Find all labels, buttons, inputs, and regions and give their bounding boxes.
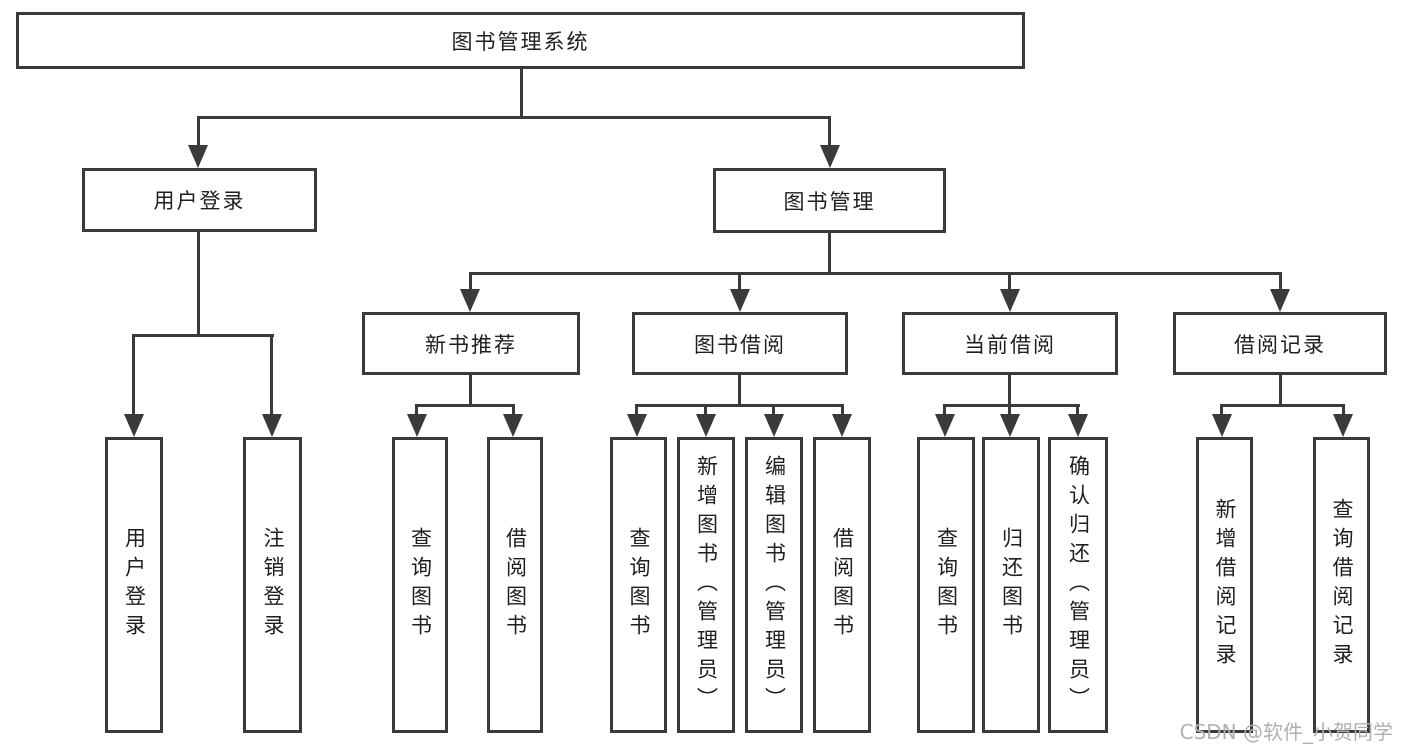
node-book-borrow-label: 图书借阅 [694, 332, 786, 357]
arrow-borrow-leaf3-head [764, 414, 784, 437]
arrow-current-borrow-stem [1008, 272, 1011, 291]
arrow-user-leaf1-head [124, 414, 144, 437]
leaf-borrow-borrow: 借阅图书 [813, 437, 871, 733]
arrow-newbook-leaf1-head [407, 414, 427, 437]
leaf-record-add-label: 新增借阅记录 [1213, 498, 1237, 672]
node-user-login: 用户登录 [82, 168, 317, 232]
arrow-newbook-leaf2-stem [512, 404, 515, 417]
arrow-book-borrow-stem [738, 272, 741, 291]
node-new-book: 新书推荐 [362, 312, 580, 375]
leaf-record-query: 查询借阅记录 [1313, 437, 1370, 733]
csdn-watermark: CSDN @软件_小贺同学 [1179, 720, 1393, 744]
connector-borrow-stem [738, 373, 741, 406]
arrow-current-leaf1-head [935, 414, 955, 437]
node-new-book-label: 新书推荐 [425, 332, 517, 357]
leaf-borrow-add-label: 新增图书（管理员） [694, 454, 719, 716]
arrow-record-leaf1-head [1212, 414, 1232, 437]
node-book-mgmt: 图书管理 [713, 168, 946, 233]
arrow-new-book-head [460, 289, 480, 312]
arrow-borrow-leaf3-stem [772, 404, 775, 417]
arrow-book-mgmt-head [820, 145, 840, 168]
node-root-label: 图书管理系统 [451, 29, 590, 54]
leaf-borrow-edit-label: 编辑图书（管理员） [762, 454, 787, 716]
leaf-current-query: 查询图书 [917, 437, 975, 733]
arrow-current-leaf1-stem [943, 404, 946, 417]
connector-l3-bus [469, 272, 1282, 275]
leaf-current-return-label: 归还图书 [999, 527, 1024, 643]
arrow-user-leaf2-stem [270, 334, 273, 416]
connector-user-stem [197, 230, 200, 336]
leaf-newbook-query-label: 查询图书 [408, 527, 433, 643]
node-book-borrow: 图书借阅 [632, 312, 848, 375]
arrow-newbook-leaf1-stem [415, 404, 418, 417]
connector-newbook-bus [415, 404, 515, 407]
arrow-book-borrow-head [730, 289, 750, 312]
arrow-record-leaf1-stem [1220, 404, 1223, 417]
connector-record-bus [1220, 404, 1345, 407]
leaf-current-confirm-label: 确认归还（管理员） [1066, 454, 1091, 716]
leaf-current-return: 归还图书 [982, 437, 1040, 733]
leaf-newbook-borrow-label: 借阅图书 [503, 527, 528, 643]
connector-current-stem [1008, 373, 1011, 406]
arrow-user-login-head [188, 145, 208, 168]
arrow-borrow-record-stem [1279, 272, 1282, 291]
connector-l2-bus [197, 116, 831, 119]
arrow-current-borrow-head [1000, 289, 1020, 312]
connector-mgmt-stem [828, 230, 831, 274]
leaf-user-logout: 注销登录 [243, 437, 302, 733]
node-user-login-label: 用户登录 [153, 189, 246, 213]
connector-user-bus [132, 334, 274, 337]
leaf-user-login: 用户登录 [105, 437, 163, 733]
leaf-record-add: 新增借阅记录 [1196, 437, 1253, 733]
arrow-borrow-leaf2-head [696, 414, 716, 437]
arrow-borrow-leaf4-head [832, 414, 852, 437]
connector-root-stem [520, 66, 523, 118]
arrow-current-leaf3-stem [1076, 404, 1079, 417]
arrow-newbook-leaf2-head [503, 414, 523, 437]
arrow-user-leaf1-stem [132, 334, 135, 416]
leaf-user-login-label: 用户登录 [122, 527, 147, 643]
arrow-current-leaf2-head [1000, 414, 1020, 437]
node-root: 图书管理系统 [16, 12, 1025, 69]
leaf-newbook-borrow: 借阅图书 [487, 437, 543, 733]
arrow-user-leaf2-head [262, 414, 282, 437]
leaf-record-query-label: 查询借阅记录 [1330, 498, 1354, 672]
arrow-current-leaf3-head [1068, 414, 1088, 437]
arrow-borrow-record-head [1270, 289, 1290, 312]
leaf-borrow-query-label: 查询图书 [627, 527, 651, 643]
arrow-borrow-leaf2-stem [704, 404, 707, 417]
connector-borrow-bus [635, 404, 844, 407]
leaf-user-logout-label: 注销登录 [261, 527, 285, 643]
arrow-record-leaf2-stem [1342, 404, 1345, 417]
connector-current-bus [943, 404, 1080, 407]
arrow-record-leaf2-head [1333, 414, 1353, 437]
node-borrow-record-label: 借阅记录 [1234, 332, 1326, 357]
arrow-user-login-stem [197, 116, 200, 147]
leaf-borrow-edit: 编辑图书（管理员） [745, 437, 803, 733]
node-current-borrow: 当前借阅 [902, 312, 1118, 375]
leaf-current-query-label: 查询图书 [934, 527, 959, 643]
leaf-current-confirm: 确认归还（管理员） [1048, 437, 1108, 733]
connector-newbook-stem [469, 373, 472, 406]
arrow-book-mgmt-stem [828, 116, 831, 147]
arrow-current-leaf2-stem [1008, 404, 1011, 417]
leaf-borrow-add: 新增图书（管理员） [677, 437, 735, 733]
leaf-newbook-query: 查询图书 [392, 437, 448, 733]
node-book-mgmt-label: 图书管理 [783, 189, 876, 214]
node-current-borrow-label: 当前借阅 [964, 332, 1056, 357]
arrow-borrow-leaf1-stem [635, 404, 638, 417]
connector-record-stem [1279, 373, 1282, 406]
arrow-borrow-leaf1-head [627, 414, 647, 437]
leaf-borrow-query: 查询图书 [610, 437, 667, 733]
leaf-borrow-borrow-label: 借阅图书 [830, 527, 855, 643]
node-borrow-record: 借阅记录 [1173, 312, 1387, 375]
arrow-new-book-stem [469, 272, 472, 291]
arrow-borrow-leaf4-stem [841, 404, 844, 417]
